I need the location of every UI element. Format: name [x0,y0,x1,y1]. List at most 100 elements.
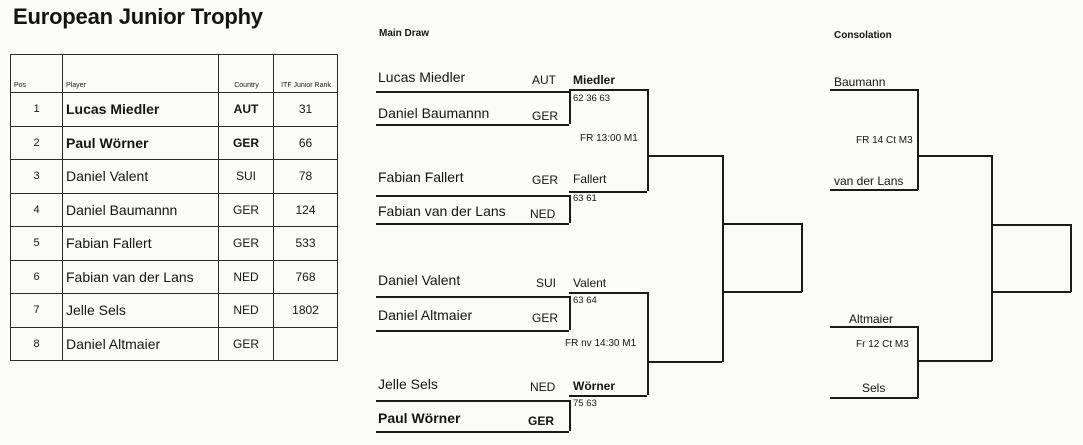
bracket-line [376,124,569,126]
player-name: Daniel Baumannn [62,192,219,227]
draw-player-country: NED [530,380,556,394]
player-name: Daniel Valent [62,159,219,194]
header-country: Country [218,54,274,93]
player-country: GER [218,192,274,227]
bracket-line [647,292,649,395]
consolation-player: Baumann [834,75,886,89]
seed-number: 4 [10,192,63,227]
bracket-line [647,89,649,191]
bracket-line [569,89,647,91]
bracket-line [991,224,1071,226]
bracket-line [917,89,919,190]
draw-player-country: GER [528,414,555,428]
player-country: SUI [218,159,274,194]
seed-number: 5 [10,226,63,261]
bracket-line [801,223,803,292]
main-draw-title: Main Draw [379,28,430,39]
seed-number: 3 [10,159,63,194]
round1-score: 63 61 [573,193,597,204]
round1-winner: Valent [573,276,607,290]
draw-player-name: Paul Wörner [378,410,461,426]
bracket-line [376,91,569,93]
bracket-line [917,326,919,398]
round1-score: 75 63 [573,398,597,409]
bracket-line [722,155,724,362]
bracket-line [376,296,569,298]
bracket-line [569,191,647,193]
player-name: Paul Wörner [62,125,219,160]
player-country: GER [218,226,274,261]
player-rank: 66 [273,125,338,160]
player-country: GER [218,125,274,160]
consolation-player: Sels [862,381,886,395]
player-country: AUT [218,92,274,127]
round1-score: 63 64 [573,295,597,306]
bracket-line [569,296,571,330]
draw-player-name: Daniel Altmaier [378,307,473,323]
draw-player-country: GER [532,109,559,123]
bracket-line [647,155,722,157]
player-name: Lucas Miedler [62,92,219,127]
draw-player-country: GER [532,311,559,325]
bracket-line [569,395,647,397]
player-rank: 78 [273,159,338,194]
seed-number: 2 [10,125,63,160]
header-player: Player [62,54,219,93]
player-rank: 768 [273,259,338,294]
header-pos: Pos [10,54,63,93]
bracket-line [569,91,571,124]
draw-player-country: GER [532,173,559,187]
player-rank: 31 [273,92,338,127]
table-header-row: Pos Player Country ITF Junior Rank [10,54,338,93]
bracket-line [917,155,992,157]
round1-score: 62 36 63 [573,93,610,104]
player-rank [273,326,338,361]
bracket-line [376,195,569,197]
seed-number: 8 [10,326,63,361]
bracket-line [722,223,802,225]
player-name: Daniel Altmaier [62,326,219,361]
semi-schedule: FR 13:00 M1 [580,133,638,144]
player-rank: 124 [273,192,338,227]
seed-number: 6 [10,259,63,294]
draw-player-name: Daniel Valent [378,272,461,288]
seed-number: 7 [10,293,63,328]
round1-winner: Miedler [573,73,616,87]
bracket-line [569,292,647,294]
consolation-title: Consolation [834,30,892,41]
round1-winner: Fallert [573,172,607,186]
player-name: Jelle Sels [62,293,219,328]
consolation-player: van der Lans [834,174,904,188]
page-title: European Junior Trophy [13,4,263,29]
bracket-line [991,155,993,361]
round1-winner: Wörner [573,379,615,393]
consolation-schedule: FR 14 Ct M3 [856,135,913,146]
header-rank: ITF Junior Rank [273,54,338,93]
consolation-player: Altmaier [849,312,894,326]
draw-player-country: SUI [536,276,557,290]
draw-player-name: Lucas Miedler [378,69,466,85]
bracket-line [647,361,722,363]
bracket-line [376,223,569,225]
semi-schedule: FR nv 14:30 M1 [565,338,637,349]
player-country: GER [218,326,274,361]
consolation-schedule: Fr 12 Ct M3 [856,339,909,350]
bracket-line [376,400,569,402]
draw-player-name: Fabian van der Lans [378,203,506,219]
bracket-line [830,326,918,328]
draw-player-country: NED [530,207,556,221]
player-name: Fabian Fallert [62,226,219,261]
bracket-line [1070,224,1072,292]
player-rank: 1802 [273,293,338,328]
draw-player-name: Daniel Baumannn [378,105,490,121]
bracket-line [376,330,569,332]
